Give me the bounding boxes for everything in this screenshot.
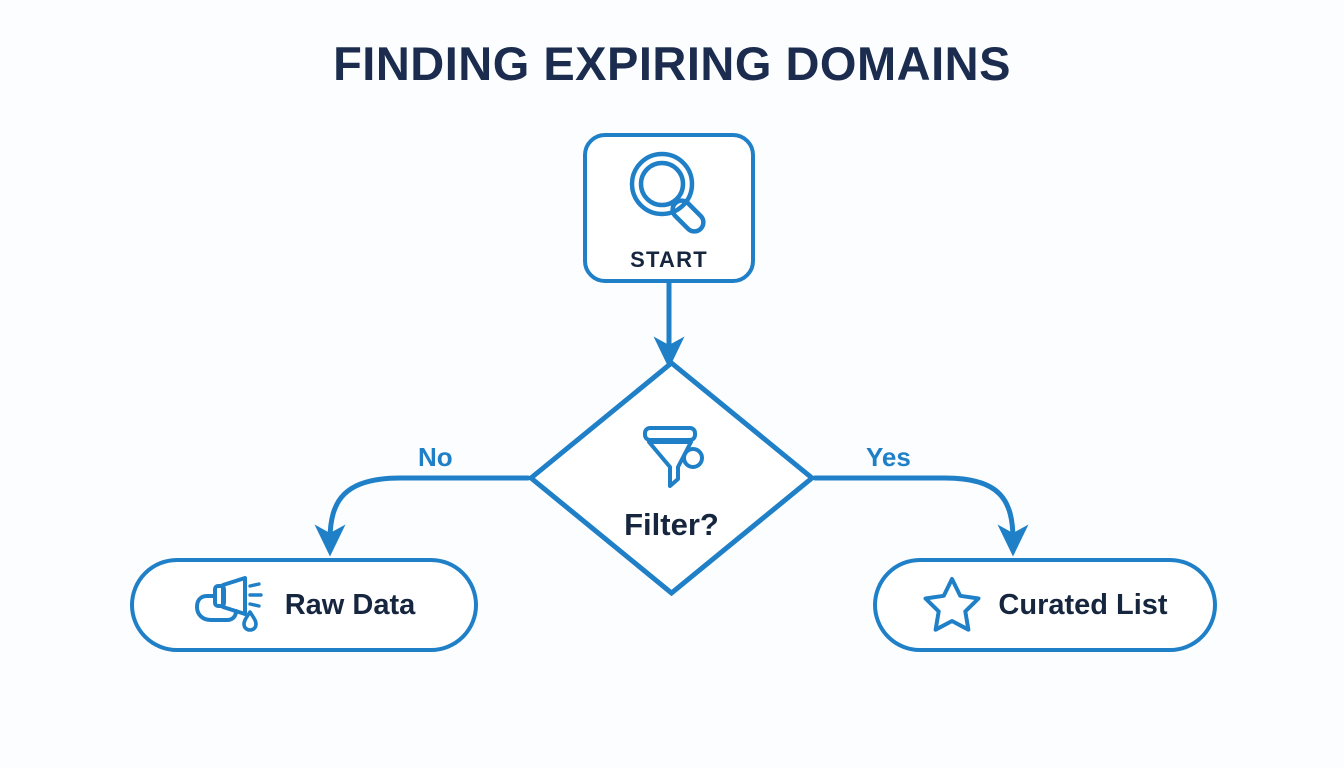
magnifier-icon (621, 148, 717, 241)
edge-label-no: No (418, 442, 453, 472)
node-start-label: START (630, 246, 708, 272)
faucet-drip-icon (193, 574, 269, 637)
node-filter-label: Filter? (624, 506, 719, 542)
funnel-icon (633, 422, 711, 497)
edge-filter-to-curated-list (812, 475, 1029, 557)
node-start[interactable]: START (583, 133, 755, 283)
node-curated-list[interactable]: Curated List (873, 558, 1217, 652)
star-icon (922, 574, 982, 637)
page-title: FINDING EXPIRING DOMAINS (333, 37, 1011, 90)
node-raw-data[interactable]: Raw Data (130, 558, 478, 652)
node-curated-list-label: Curated List (998, 588, 1168, 621)
edge-label-yes: Yes (866, 442, 911, 472)
node-raw-data-label: Raw Data (284, 588, 416, 621)
node-filter-decision[interactable]: Filter? (528, 360, 815, 596)
edge-filter-to-raw-data (314, 475, 531, 557)
